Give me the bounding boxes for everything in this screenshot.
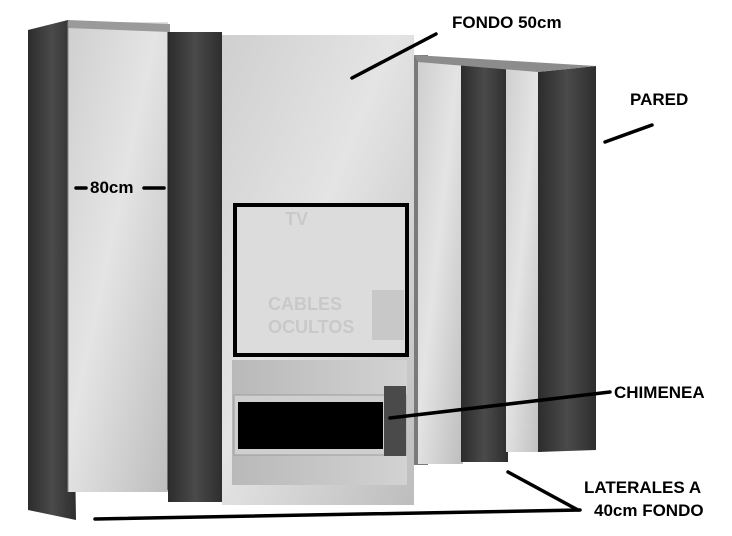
pared-pointer: [603, 123, 654, 144]
fireplace: [238, 402, 383, 449]
left-column-front: [68, 22, 168, 492]
left-column-top: [68, 20, 170, 32]
right-column-2-front: [506, 68, 542, 452]
left-column: [28, 20, 170, 520]
wall-side-panel: [538, 66, 596, 452]
left-divider-panel: [168, 32, 222, 502]
laterales-pointer-short: [506, 470, 580, 512]
right-column-1-front: [418, 62, 463, 464]
chimenea-label: CHIMENEA: [614, 383, 705, 402]
cables-label-line2: OCULTOS: [268, 317, 354, 337]
laterales-label-line1: LATERALES A: [584, 478, 701, 497]
right-columns-top: [414, 55, 596, 72]
right-columns: [414, 55, 596, 465]
pared-label: PARED: [630, 90, 688, 109]
right-divider-panel-2: [461, 62, 508, 462]
chimenea-pointer: [388, 390, 612, 420]
cables-label-line1: CABLES: [268, 294, 342, 314]
laterales-pointer-long: [93, 508, 582, 521]
tv-inner-shelf: [372, 290, 404, 340]
width-label: 80cm: [90, 178, 133, 197]
fondo-pointer: [350, 32, 438, 80]
left-column-side-panel: [28, 20, 76, 520]
fondo-label: FONDO 50cm: [452, 13, 562, 32]
laterales-label-line2: 40cm FONDO: [594, 501, 704, 520]
tv-label: TV: [285, 209, 308, 229]
fireplace-side-panel: [384, 386, 406, 456]
